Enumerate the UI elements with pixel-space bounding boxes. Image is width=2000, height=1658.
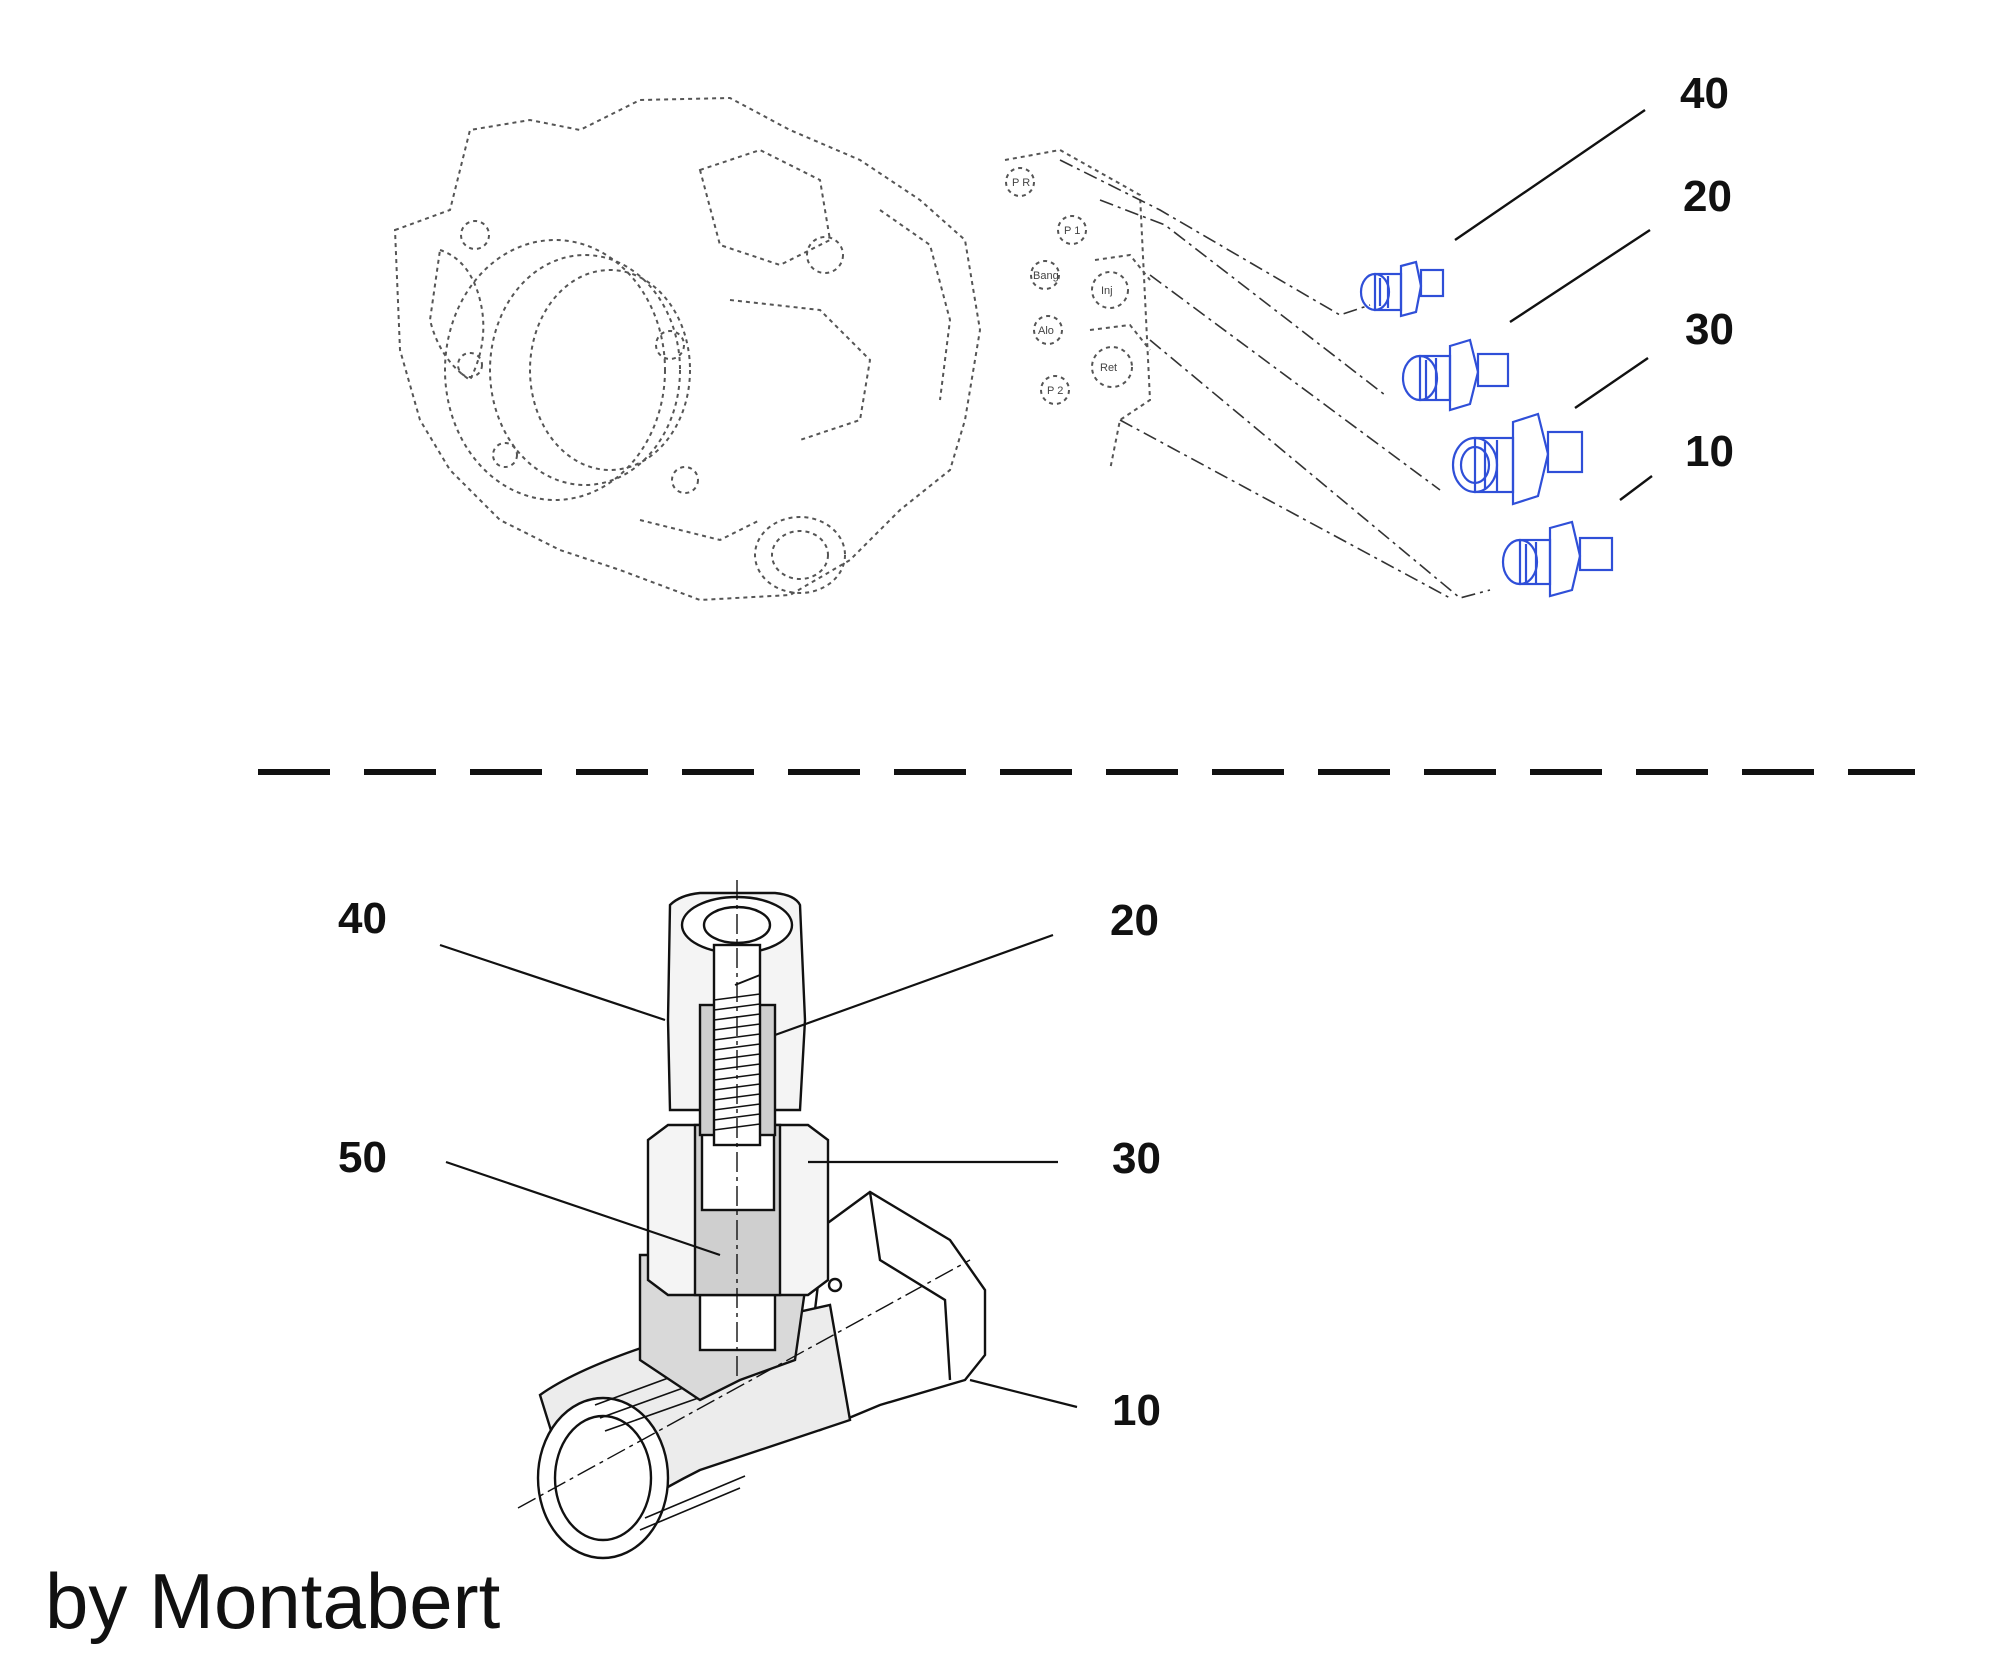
callout-bottom-20: 20 xyxy=(1110,896,1159,945)
top-callouts: 40 20 30 10 xyxy=(1680,69,1734,476)
callout-bottom-40: 40 xyxy=(338,894,387,943)
callout-bottom-30: 30 xyxy=(1112,1134,1161,1183)
fitting-30 xyxy=(1451,412,1584,506)
port-label-p1: P 1 xyxy=(1064,225,1080,237)
callout-top-30: 30 xyxy=(1685,305,1734,354)
callout-bottom-10: 10 xyxy=(1112,1386,1161,1435)
fitting-40 xyxy=(1359,260,1445,318)
port-label-ret: Ret xyxy=(1100,362,1117,374)
port-label-alo: Alo xyxy=(1038,325,1054,337)
callout-top-10: 10 xyxy=(1685,427,1734,476)
credit-text: by Montabert xyxy=(45,1557,501,1645)
port-label-bang: Bang xyxy=(1033,270,1059,282)
port-boss-panel xyxy=(1004,148,1152,471)
port-label-pr: P R xyxy=(1012,177,1030,189)
callout-bottom-50: 50 xyxy=(338,1133,387,1182)
fitting-10 xyxy=(1501,520,1614,598)
port-label-inj: Inj xyxy=(1101,285,1113,297)
bottom-callout-leaders xyxy=(439,933,1078,1409)
fitting-20 xyxy=(1401,338,1510,412)
pump-housing-outline xyxy=(393,96,982,602)
callout-top-40: 40 xyxy=(1680,69,1729,118)
top-callout-leaders xyxy=(1454,109,1653,501)
port-leader-lines xyxy=(1059,159,1491,599)
port-label-p2: P 2 xyxy=(1047,385,1063,397)
bottom-callouts: 40 20 50 30 10 xyxy=(338,894,1161,1435)
tee-fitting-section xyxy=(517,880,987,1560)
callout-top-20: 20 xyxy=(1683,172,1732,221)
port-labels: P R P 1 Bang Alo P 2 Inj Ret xyxy=(1012,177,1117,397)
